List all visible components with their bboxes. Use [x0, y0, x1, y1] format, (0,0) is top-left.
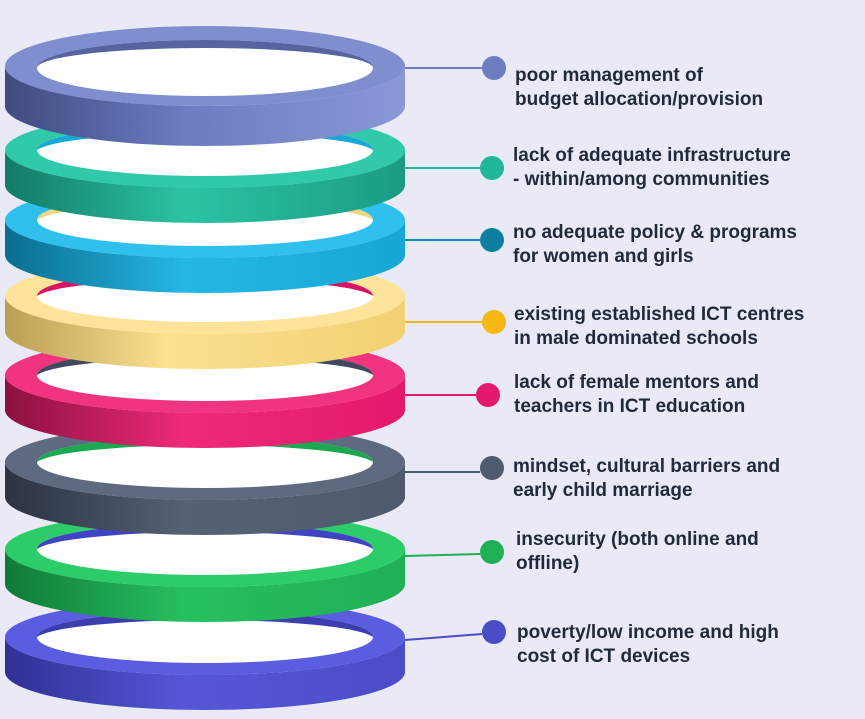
layer-label-6: mindset, cultural barriers and early chi… [513, 455, 780, 503]
layer-label-4-line2: in male dominated schools [514, 328, 758, 349]
connector-3 [405, 228, 504, 252]
connector-1 [405, 56, 506, 80]
connector-6 [405, 456, 504, 480]
layer-label-1: poor management of budget allocation/pro… [515, 64, 763, 112]
layer-label-4-line1: existing established ICT centres [514, 304, 805, 325]
layer-label-4: existing established ICT centres in male… [514, 303, 804, 351]
layer-label-8: poverty/low income and high cost of ICT … [517, 621, 779, 669]
layer-label-6-line2: early child marriage [513, 480, 693, 501]
connector-4 [405, 310, 506, 334]
layer-label-6-line1: mindset, cultural barriers and [513, 456, 781, 477]
layer-label-8-line2: cost of ICT devices [517, 646, 691, 667]
layer-label-8-line1: poverty/low income and high [517, 622, 779, 643]
layer-label-7: insecurity (both online and offline) [516, 528, 759, 576]
layer-label-5: lack of female mentors and teachers in I… [514, 371, 759, 419]
layer-label-7-line1: insecurity (both online and [516, 529, 759, 550]
layer-label-3: no adequate policy & programs for women … [513, 221, 797, 269]
connector-8 [404, 620, 506, 644]
connector-7 [404, 540, 504, 564]
layer-label-3-line2: for women and girls [513, 246, 694, 267]
layer-label-2-line2: - within/among communities [513, 169, 770, 190]
connector-5 [405, 383, 500, 407]
layer-label-3-line1: no adequate policy & programs [513, 222, 797, 243]
layer-label-2-line1: lack of adequate infrastructure [513, 145, 791, 166]
layer-label-5-line1: lack of female mentors and [514, 372, 759, 393]
layer-label-5-line2: teachers in ICT education [514, 396, 746, 417]
ring-layer-1 [5, 26, 405, 146]
connector-2 [405, 156, 504, 180]
layer-label-2: lack of adequate infrastructure - within… [513, 144, 791, 192]
layer-label-1-line2: budget allocation/provision [515, 89, 764, 110]
layer-label-7-line2: offline) [516, 553, 580, 574]
layer-label-1-line1: poor management of [515, 65, 703, 86]
